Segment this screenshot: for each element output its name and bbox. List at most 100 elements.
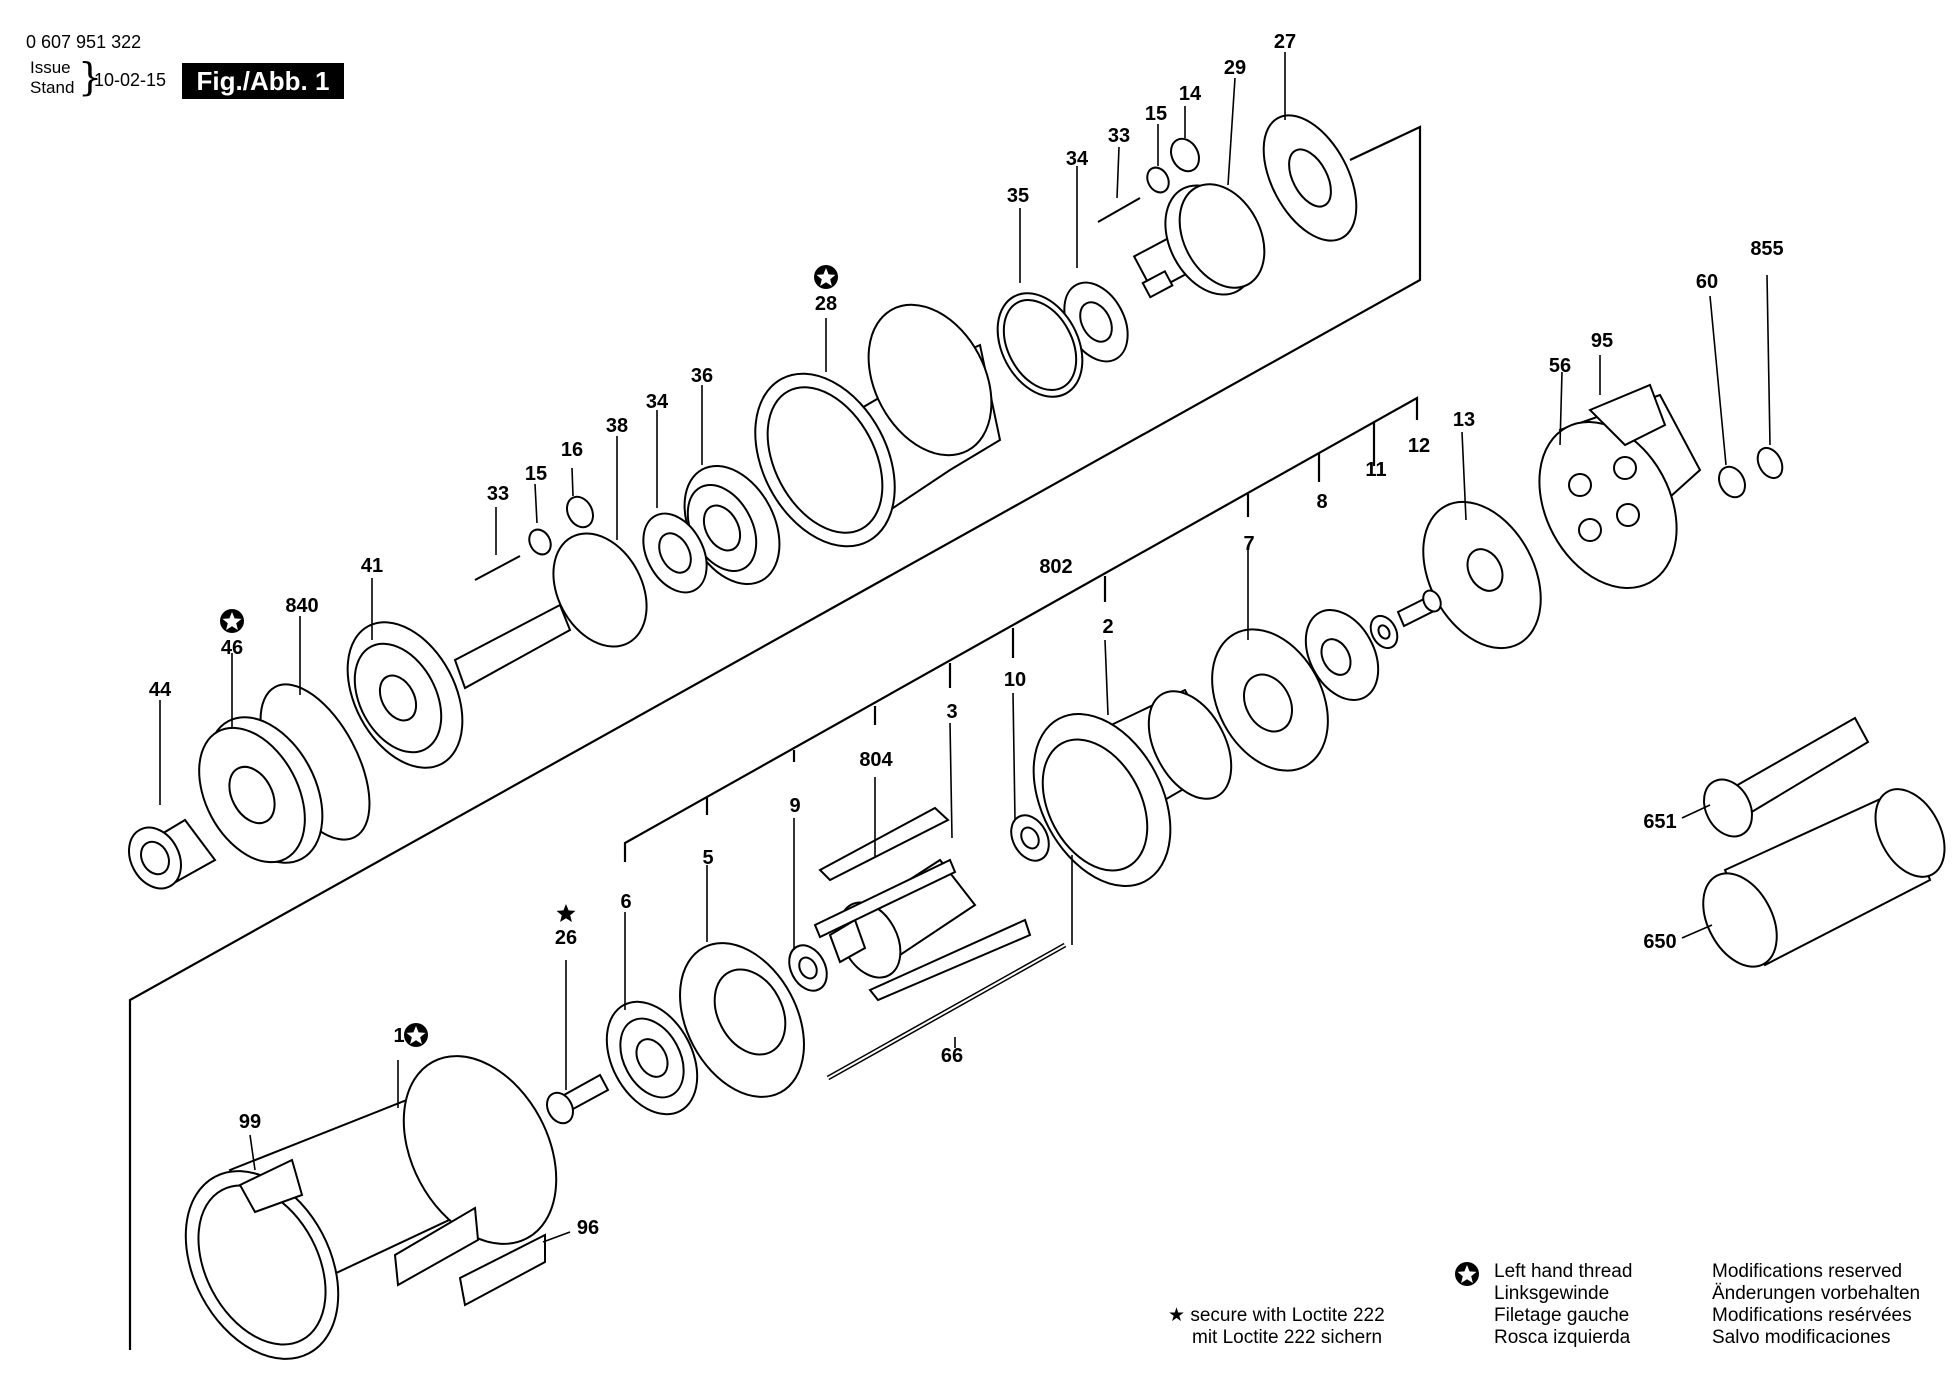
callout-1: 1	[393, 1025, 404, 1047]
part-5-cylinder-end-plate	[679, 942, 805, 1098]
part-15-bearing	[1146, 166, 1170, 194]
part-10-washer	[1010, 814, 1050, 862]
part-38-planet-carrier-spindle	[453, 532, 648, 690]
part-14-planet-gear	[1170, 137, 1200, 173]
callout-11: 11	[1365, 459, 1386, 481]
callout-46: 46	[221, 637, 243, 659]
callout-12: 12	[1408, 435, 1430, 457]
part-8-ball-bearing	[1304, 609, 1380, 701]
callout-34-lower: 34	[646, 391, 669, 413]
callout-9: 9	[789, 795, 800, 817]
part-35-retaining-ring	[996, 292, 1084, 398]
part-33-pin-lower	[474, 555, 521, 581]
modifications-fr: Modifications resérvées	[1712, 1305, 1912, 1326]
lh-thread-fr: Filetage gauche	[1494, 1305, 1630, 1326]
part-2-cylinder	[1032, 688, 1233, 887]
callout-29: 29	[1224, 57, 1246, 79]
part-7-cylinder-end-plate	[1211, 628, 1329, 772]
lh-thread-en: Left hand thread	[1494, 1261, 1633, 1282]
loctite-note: ★ secure with Loctite 222 mit Loctite 22…	[1168, 1305, 1385, 1349]
callout-802: 802	[1039, 556, 1072, 578]
part-13-end-plate	[1422, 500, 1542, 650]
part-650-silencer	[1702, 788, 1946, 968]
lh-thread-de: Linksgewinde	[1494, 1283, 1610, 1304]
callout-95: 95	[1591, 330, 1613, 352]
header: 0 607 951 322 Issue Stand } 10-02-15 Fig…	[0, 0, 400, 110]
callout-5: 5	[702, 847, 713, 869]
callout-66: 66	[941, 1045, 963, 1067]
lh-thread-es: Rosca izquierda	[1494, 1327, 1631, 1348]
callout-10: 10	[1004, 669, 1026, 691]
callout-7: 7	[1243, 533, 1254, 555]
callout-840: 840	[285, 595, 318, 617]
callout-8: 8	[1316, 491, 1327, 513]
part-95-label	[1588, 383, 1667, 447]
part-6-ball-bearing	[605, 1000, 699, 1116]
part-46-threaded-ring	[198, 716, 324, 864]
part-1-motor-housing	[184, 1055, 558, 1360]
callout-16: 16	[561, 439, 583, 461]
modifications-en: Modifications reserved	[1712, 1261, 1903, 1282]
callout-35: 35	[1007, 185, 1029, 207]
part-29-planet-carrier	[1132, 183, 1266, 299]
part-44-nut	[128, 818, 217, 890]
part-804-vane	[818, 806, 950, 882]
callout-34: 34	[1066, 148, 1089, 170]
callout-27: 27	[1274, 31, 1296, 53]
star-in-circle-icon	[1454, 1261, 1480, 1293]
part-41-ball-bearing	[346, 621, 464, 769]
callout-26: 26	[555, 927, 577, 949]
callout-28: 28	[815, 293, 837, 315]
callout-2: 2	[1102, 616, 1113, 638]
loctite-note-en: secure with Loctite 222	[1190, 1305, 1385, 1326]
part-56-end-cap	[1538, 393, 1702, 589]
callout-56: 56	[1549, 355, 1571, 377]
part-27-washer	[1262, 114, 1358, 242]
lower-group-bracket	[623, 396, 1419, 862]
callout-38: 38	[606, 415, 628, 437]
callout-33-lower: 33	[487, 483, 509, 505]
part-804-vane-2	[868, 918, 1032, 1002]
part-9-washer	[788, 944, 828, 992]
modifications-de: Änderungen vorbehalten	[1712, 1283, 1921, 1304]
loctite-note-de: mit Loctite 222 sichern	[1192, 1327, 1383, 1348]
callout-33: 33	[1108, 125, 1130, 147]
brace: }	[78, 55, 103, 99]
callout-15-lower: 15	[525, 463, 547, 485]
star-in-circle-icon	[404, 1023, 428, 1047]
part-15-bearing-lower	[528, 528, 552, 556]
part-11-washer	[1369, 614, 1399, 650]
callout-99: 99	[239, 1111, 261, 1133]
part-804-vane-3	[813, 858, 957, 939]
callout-15: 15	[1145, 103, 1167, 125]
callout-41: 41	[361, 555, 383, 577]
part-99-label	[238, 1158, 304, 1214]
part-12-screw	[1396, 589, 1442, 628]
callout-855: 855	[1750, 238, 1783, 260]
issue-label-en: Issue	[30, 58, 71, 77]
part-96-label	[458, 1233, 546, 1307]
modifications-es: Salvo modificaciones	[1712, 1327, 1891, 1348]
part-33-pin	[1097, 197, 1141, 223]
part-number: 0 607 951 322	[26, 32, 142, 52]
issue-date: 10-02-15	[94, 70, 167, 90]
part-16-planet-gear	[566, 495, 594, 529]
part-28-ring-gear	[754, 303, 1002, 548]
issue-label: Issue Stand	[30, 58, 74, 98]
callout-6: 6	[620, 891, 631, 913]
star-in-circle-icon	[814, 265, 838, 289]
callout-3: 3	[946, 701, 957, 723]
callout-651: 651	[1643, 811, 1676, 833]
callout-96: 96	[577, 1217, 599, 1239]
modifications-note: Modifications reserved Änderungen vorbeh…	[1712, 1261, 1920, 1349]
legend: ★ secure with Loctite 222 mit Loctite 22…	[1160, 1255, 1950, 1375]
solid-star-icon	[556, 904, 576, 922]
left-hand-thread-note: Left hand thread Linksgewinde Filetage g…	[1455, 1261, 1633, 1349]
figure-label: Fig./Abb. 1	[182, 63, 344, 99]
upper-panel-frame	[128, 125, 1422, 1350]
callout-36: 36	[691, 365, 713, 387]
callout-60: 60	[1696, 271, 1718, 293]
part-855-o-ring	[1756, 446, 1784, 480]
solid-star-icon: ★	[1168, 1305, 1186, 1326]
